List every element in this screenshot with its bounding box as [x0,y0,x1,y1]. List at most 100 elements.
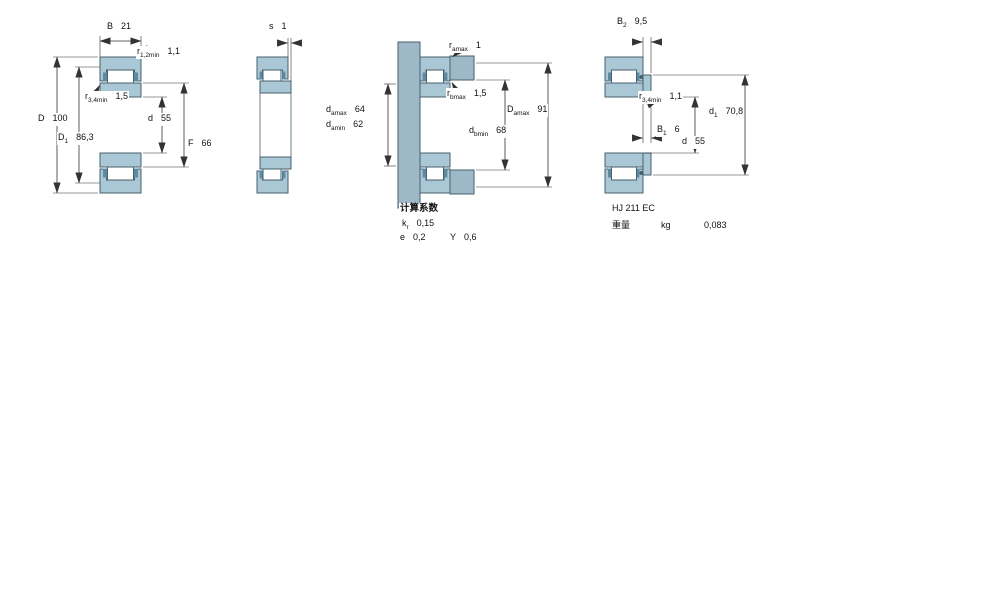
factor-value: 0,2 [413,232,426,242]
dim-symbol: r [85,91,88,101]
dim-symbol: B [657,124,664,134]
factor-e: e 0,2 [399,232,427,246]
cage-bar [422,72,426,82]
roller [262,168,282,181]
angle-ring-designation: HJ 211 EC [611,203,656,214]
dim-subscript: amax [452,45,468,53]
cage-bar [608,72,612,82]
dim-symbol: r [137,46,140,56]
calculation-factors-title: 计算系数 [399,203,440,214]
dim-symbol: s [269,21,274,31]
factor-symbol: e [400,232,406,242]
fig-front-section [53,36,189,194]
dim-label-d1: d1 70,8 [708,106,745,120]
dim-value: 1,5 [115,91,129,101]
cage-bar [282,71,286,80]
dim-symbol: F [188,138,194,148]
dim-value: 6 [674,124,680,134]
outer-ring [256,56,289,80]
abutment-block [449,169,475,195]
dim-label-F: F 66 [187,138,213,152]
cage-bar [422,168,426,178]
abutment-block [449,55,475,81]
inner-ring [259,156,292,170]
cage-bar [444,72,448,82]
dim-value: 86,3 [76,132,94,142]
contact-dot [639,171,644,175]
dim-value: 55 [695,136,706,146]
fig-mounting-section [384,41,552,209]
dim-value: 21 [121,21,132,31]
dim-subscript: bmin [474,130,489,138]
dim-value: 100 [52,113,68,123]
cage-bar [635,168,640,178]
dim-symbol: d [709,106,715,116]
dim-value: 66 [201,138,212,148]
dim-subscript: 1 [663,129,667,137]
factor-Y: Y 0,6 [449,232,478,246]
dim-label-Damax: Damax 91 [506,104,549,118]
dim-subscript: 1 [714,111,718,119]
shaft-housing-section [397,41,421,209]
dim-symbol: B [617,16,624,26]
dim-label-r34: r3,4min 1,1 [638,91,684,105]
factor-symbol: k [402,218,407,228]
dim-value: 91 [537,104,548,114]
cage-bar [259,170,263,179]
dim-symbol: D [507,104,514,114]
factor-value: 0,15 [416,218,435,228]
roller [611,69,637,84]
fig-side-section [256,38,302,194]
dim-value: 70,8 [725,106,744,116]
dim-symbol: r [639,91,642,101]
factor-value: 0,6 [464,232,477,242]
mass-label: 重量 [611,220,632,231]
factor-symbol: Y [450,232,457,242]
cage-bar [103,72,107,82]
dim-value: 62 [353,119,364,129]
contact-dot [639,75,644,79]
inner-ring [99,152,142,168]
dim-subscript: amax [513,109,530,117]
roller [107,166,134,181]
outer-ring [99,168,142,194]
inner-ring [419,152,451,168]
inner-ring [259,80,292,94]
outer-ring [256,170,289,194]
cage-bar [134,72,138,82]
dim-value: 68 [496,125,507,135]
dim-subscript: 1 [64,137,69,145]
cage-bar [134,168,138,178]
dim-value: 55 [161,113,172,123]
cage-bar [608,168,612,178]
dim-value: 1,1 [167,46,181,56]
cage-bar [635,72,640,82]
cage-bar [444,168,448,178]
mass-unit: kg [660,220,672,231]
dim-subscript: 3,4min [642,96,662,104]
angle-ring [642,152,652,176]
fig-angle-ring-section [604,37,749,194]
dim-value: 1,1 [669,91,683,101]
dim-value: 9,5 [634,16,648,26]
dim-subscript: 3,4min [88,96,108,104]
dim-subscript: bmax [450,93,466,101]
cage-bar [259,71,263,80]
roller [262,69,282,82]
factor-subscript: r [406,223,409,231]
dim-value: 1,5 [473,88,487,98]
factor-kr: kr 0,15 [401,218,436,232]
dim-symbol: d [682,136,688,146]
dim-symbol: d [326,119,332,129]
